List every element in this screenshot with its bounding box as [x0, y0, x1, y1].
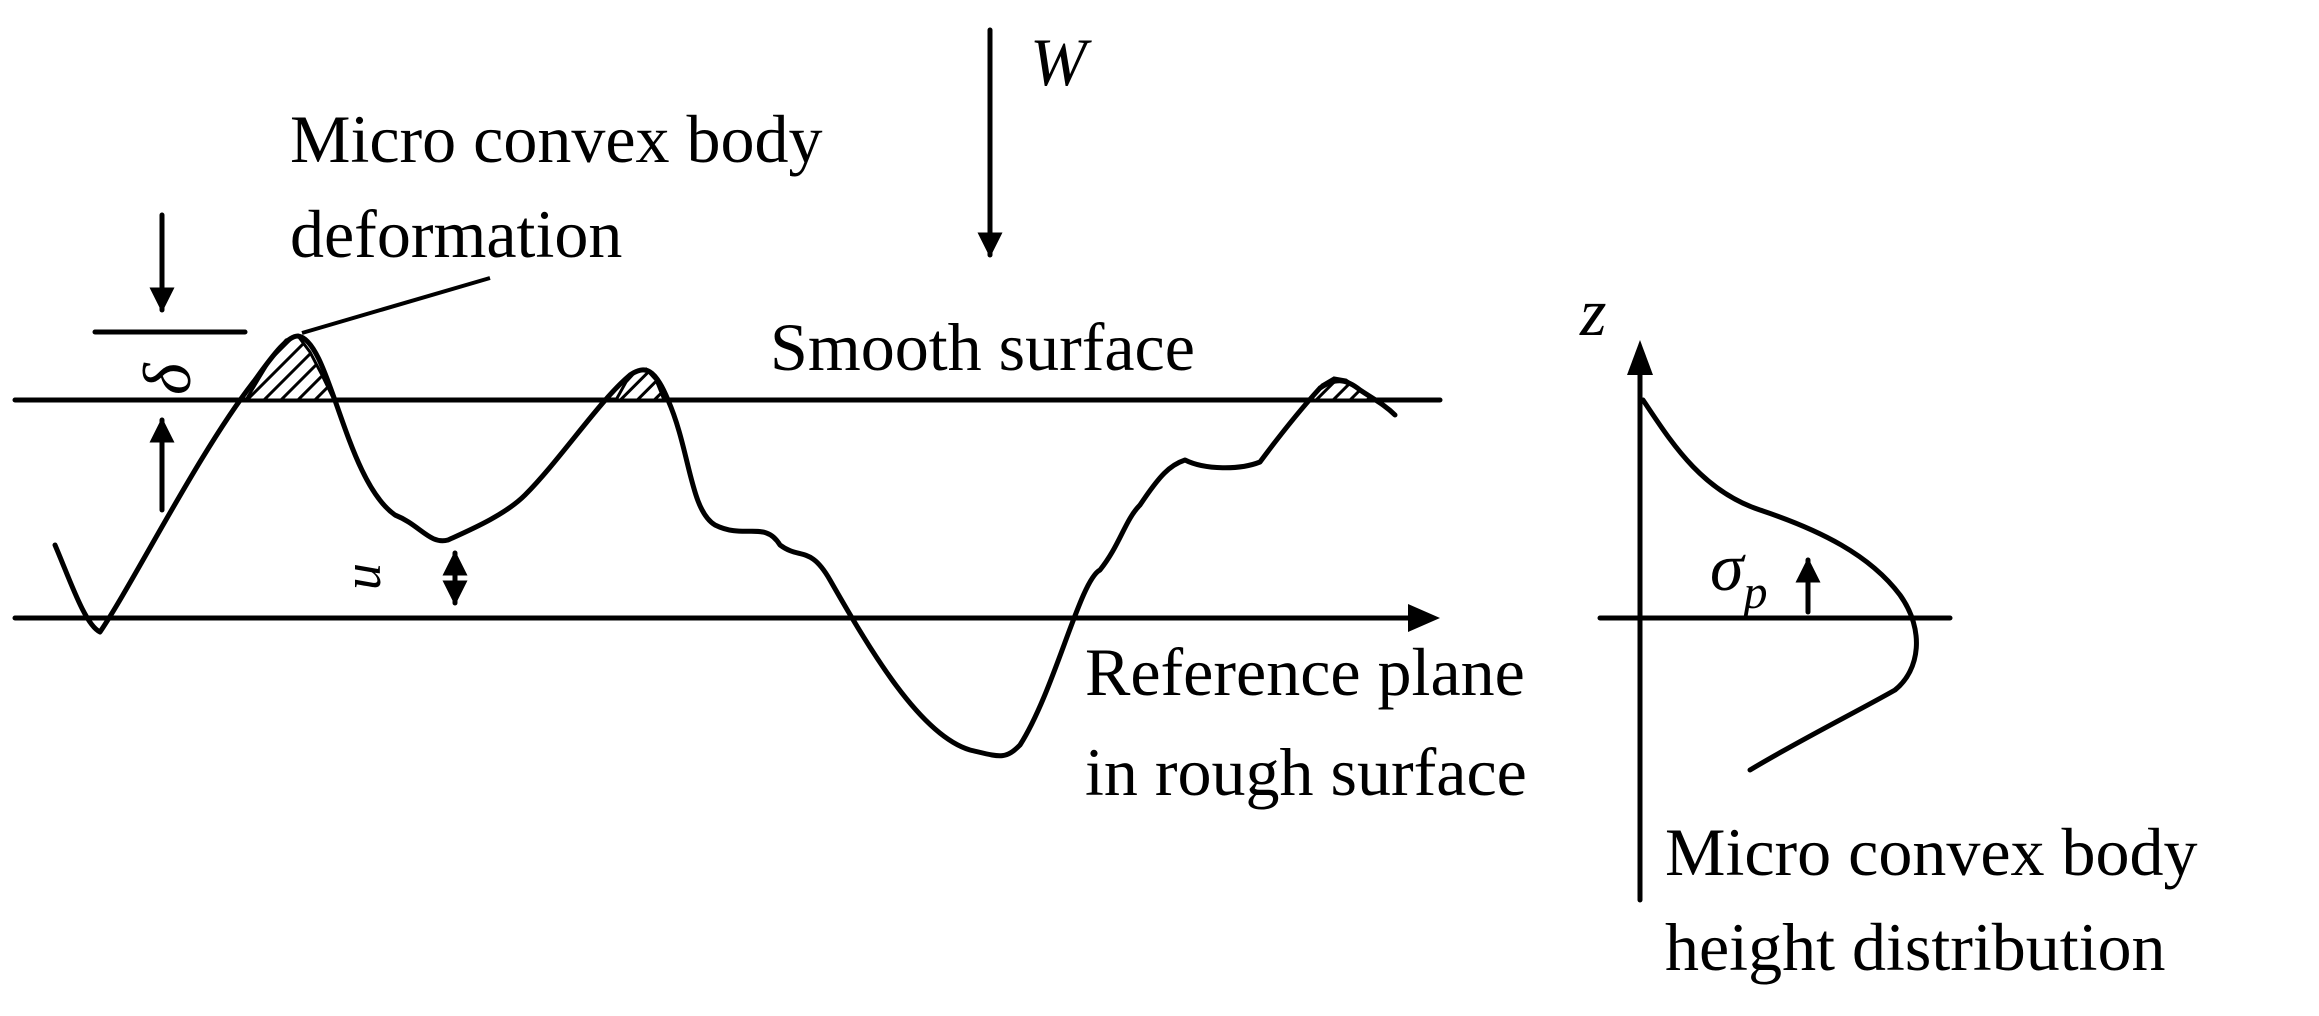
deformation-label-line2: deformation [290, 196, 622, 272]
sigma-symbol: σ [1710, 529, 1746, 605]
reference-label-line1: Reference plane [1085, 634, 1525, 710]
distribution-label-line1: Micro convex body [1665, 814, 2198, 890]
distribution-label-line2: height distribution [1665, 909, 2166, 985]
deformation-leader-line [301, 276, 491, 335]
height-distribution-curve [1640, 397, 1919, 773]
z-axis-label: z [1579, 274, 1606, 350]
load-label: W [1030, 24, 1092, 100]
deformation-label-line1: Micro convex body [290, 101, 823, 177]
gap-label: u [332, 563, 392, 590]
delta-label: δ [129, 362, 205, 395]
reference-label-line2: in rough surface [1085, 734, 1527, 810]
z-axis-arrowhead [1627, 340, 1653, 375]
reference-plane-arrowhead [1408, 604, 1440, 632]
smooth-surface-label: Smooth surface [770, 309, 1195, 385]
sigma-label: σp [1710, 529, 1768, 619]
rough-surface-profile [52, 333, 1398, 759]
sigma-subscript: p [1741, 566, 1768, 619]
